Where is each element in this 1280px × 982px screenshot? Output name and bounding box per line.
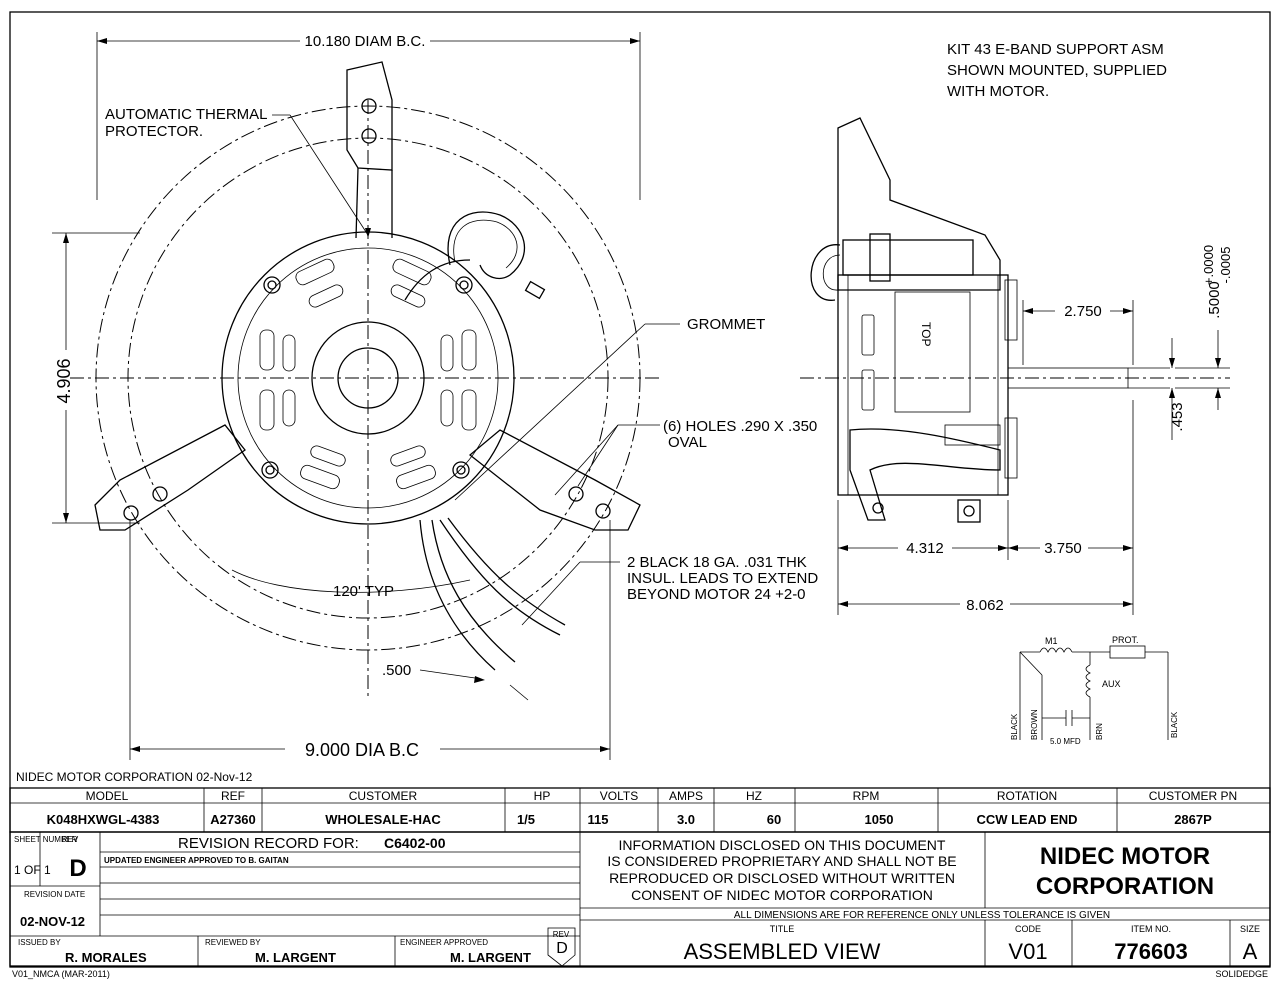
kit-note-2: SHOWN MOUNTED, SUPPLIED bbox=[947, 62, 1167, 79]
val-rpm: 1050 bbox=[865, 812, 894, 827]
disclaimer-4: CONSENT OF NIDEC MOTOR CORPORATION bbox=[631, 887, 933, 903]
size-value: A bbox=[1243, 939, 1258, 964]
sch-m1: M1 bbox=[1045, 636, 1058, 646]
val-customer: WHOLESALE-HAC bbox=[325, 812, 441, 827]
thermal-protector-label-2: PROTECTOR. bbox=[105, 123, 203, 140]
hdr-model: MODEL bbox=[86, 789, 129, 803]
sch-black-left: BLACK bbox=[1010, 713, 1019, 740]
footer-right: SOLIDEDGE bbox=[1215, 969, 1268, 979]
revision-date: 02-NOV-12 bbox=[20, 914, 85, 929]
sch-aux: AUX bbox=[1102, 679, 1121, 689]
dim-8062: 8.062 bbox=[966, 597, 1004, 614]
dim-4906: 4.906 bbox=[54, 358, 74, 403]
sch-mfd: 5.0 MFD bbox=[1050, 737, 1081, 746]
sch-prot: PROT. bbox=[1112, 635, 1139, 645]
val-hz: 60 bbox=[767, 812, 781, 827]
dim-10180: 10.180 DIAM B.C. bbox=[305, 33, 426, 50]
disclaimer-3: REPRODUCED OR DISCLOSED WITHOUT WRITTEN bbox=[609, 870, 955, 886]
disclaimer-1: INFORMATION DISCLOSED ON THIS DOCUMENT bbox=[619, 837, 946, 853]
hdr-hp: HP bbox=[534, 789, 551, 803]
leads-label-3: BEYOND MOTOR 24 +2-0 bbox=[627, 586, 806, 603]
company-name-1: NIDEC MOTOR bbox=[1040, 843, 1210, 870]
val-rotation: CCW LEAD END bbox=[976, 812, 1077, 827]
footer-left: V01_NMCA (MAR-2011) bbox=[12, 969, 110, 979]
sch-black-right: BLACK bbox=[1170, 711, 1179, 738]
side-view: KIT 43 E-BAND SUPPORT ASM SHOWN MOUNTED,… bbox=[800, 41, 1233, 615]
engineer-label: ENGINEER APPROVED bbox=[400, 938, 488, 947]
revision-record-label: REVISION RECORD FOR: bbox=[178, 835, 359, 852]
leads-label-2: INSUL. LEADS TO EXTEND bbox=[627, 570, 818, 587]
dim-shaft-c: -.0005 bbox=[1218, 247, 1233, 284]
hdr-hz: HZ bbox=[746, 789, 762, 803]
rev-value: D bbox=[69, 855, 86, 882]
reviewed-by-label: REVIEWED BY bbox=[205, 938, 261, 947]
hdr-customer: CUSTOMER bbox=[349, 789, 418, 803]
item-label: ITEM NO. bbox=[1131, 924, 1171, 934]
dim-4312: 4.312 bbox=[906, 540, 944, 557]
sheet-border bbox=[9, 11, 1271, 968]
code-label: CODE bbox=[1015, 924, 1041, 934]
hdr-customer-pn: CUSTOMER PN bbox=[1149, 789, 1237, 803]
rev-label: REV bbox=[62, 835, 79, 844]
val-volts: 115 bbox=[588, 812, 609, 827]
issued-by-label: ISSUED BY bbox=[18, 938, 61, 947]
top-label: TOP bbox=[919, 322, 933, 346]
issued-by: R. MORALES bbox=[65, 950, 147, 965]
holes-label-2: OVAL bbox=[668, 434, 707, 451]
hdr-rotation: ROTATION bbox=[997, 789, 1057, 803]
hdr-volts: VOLTS bbox=[600, 789, 638, 803]
dimensions-note: ALL DIMENSIONS ARE FOR REFERENCE ONLY UN… bbox=[734, 910, 1110, 921]
revision-record-value: C6402-00 bbox=[384, 835, 446, 851]
company-name-2: CORPORATION bbox=[1036, 873, 1214, 900]
dim-shaft-a: .5000 bbox=[1206, 281, 1223, 319]
val-model: K048HXWGL-4383 bbox=[47, 812, 160, 827]
holes-label-1: (6) HOLES .290 X .350 bbox=[663, 418, 817, 435]
company-date-line: NIDEC MOTOR CORPORATION 02-Nov-12 bbox=[16, 770, 253, 784]
title-label: TITLE bbox=[770, 924, 795, 934]
code-value: V01 bbox=[1008, 939, 1047, 964]
revision-date-label: REVISION DATE bbox=[24, 890, 85, 899]
sch-brn: BRN bbox=[1095, 723, 1104, 740]
hdr-rpm: RPM bbox=[853, 789, 880, 803]
item-value: 776603 bbox=[1114, 939, 1187, 964]
sheet-number-label: SHEET NUMBER bbox=[14, 835, 78, 844]
reviewed-by: M. LARGENT bbox=[255, 950, 336, 965]
dim-shaft-b: +.0000 bbox=[1201, 245, 1216, 285]
leads-label-1: 2 BLACK 18 GA. .031 THK bbox=[627, 554, 807, 571]
disclaimer-2: IS CONSIDERED PROPRIETARY AND SHALL NOT … bbox=[607, 853, 956, 869]
val-customer-pn: 2867P bbox=[1174, 812, 1212, 827]
revision-note: UPDATED ENGINEER APPROVED TO B. GAITAN bbox=[104, 856, 289, 865]
drawing-title: ASSEMBLED VIEW bbox=[684, 939, 881, 964]
typ-120-label: 120' TYP bbox=[333, 583, 394, 600]
sch-brown: BROWN bbox=[1030, 709, 1039, 740]
dim-9000: 9.000 DIA B.C bbox=[305, 740, 419, 760]
dim-453: .453 bbox=[1169, 402, 1186, 431]
size-label: SIZE bbox=[1240, 924, 1260, 934]
hdr-amps: AMPS bbox=[669, 789, 703, 803]
rev-box-label: REV bbox=[553, 930, 570, 939]
grommet-label: GROMMET bbox=[687, 316, 765, 333]
val-amps: 3.0 bbox=[677, 812, 695, 827]
val-ref: A27360 bbox=[210, 812, 256, 827]
dim-2750: 2.750 bbox=[1064, 303, 1102, 320]
dim-3750: 3.750 bbox=[1044, 540, 1082, 557]
val-hp: 1/5 bbox=[517, 812, 535, 827]
title-block: NIDEC MOTOR CORPORATION 02-Nov-12 MODEL … bbox=[9, 770, 1271, 979]
dim-500: .500 bbox=[382, 662, 411, 679]
hdr-ref: REF bbox=[221, 789, 245, 803]
front-view: 10.180 DIAM B.C. bbox=[52, 32, 818, 760]
kit-note-3: WITH MOTOR. bbox=[947, 83, 1049, 100]
kit-note-1: KIT 43 E-BAND SUPPORT ASM bbox=[947, 41, 1164, 58]
sheet-value: 1 OF 1 bbox=[14, 863, 51, 877]
wiring-schematic: M1 PROT. AUX BLACK BROWN 5.0 MFD BRN BLA… bbox=[1010, 635, 1179, 746]
thermal-protector-label-1: AUTOMATIC THERMAL bbox=[105, 106, 268, 123]
rev-box-value: D bbox=[556, 940, 568, 957]
engineer: M. LARGENT bbox=[450, 950, 531, 965]
